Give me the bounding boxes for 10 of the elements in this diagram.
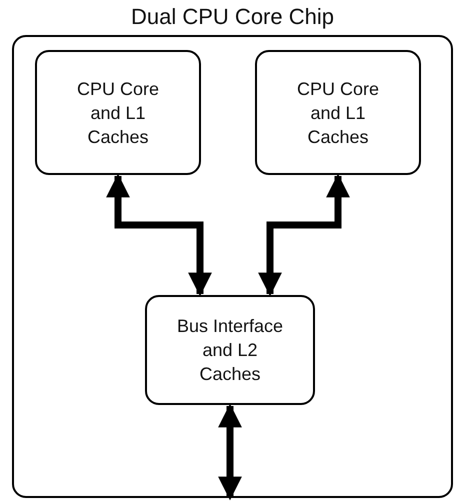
- double-arrow: [258, 174, 350, 296]
- chip-title: Dual CPU Core Chip: [130, 4, 335, 30]
- component-box: [145, 295, 315, 405]
- box-label: Bus Interface and L2 Caches: [176, 315, 284, 386]
- box-label: CPU Core and L1 Caches: [296, 78, 380, 148]
- component-box: [255, 50, 421, 175]
- component-box: [35, 50, 201, 175]
- box-label: CPU Core and L1 Caches: [76, 78, 160, 148]
- double-arrow: [218, 404, 242, 500]
- double-arrow: [106, 174, 212, 296]
